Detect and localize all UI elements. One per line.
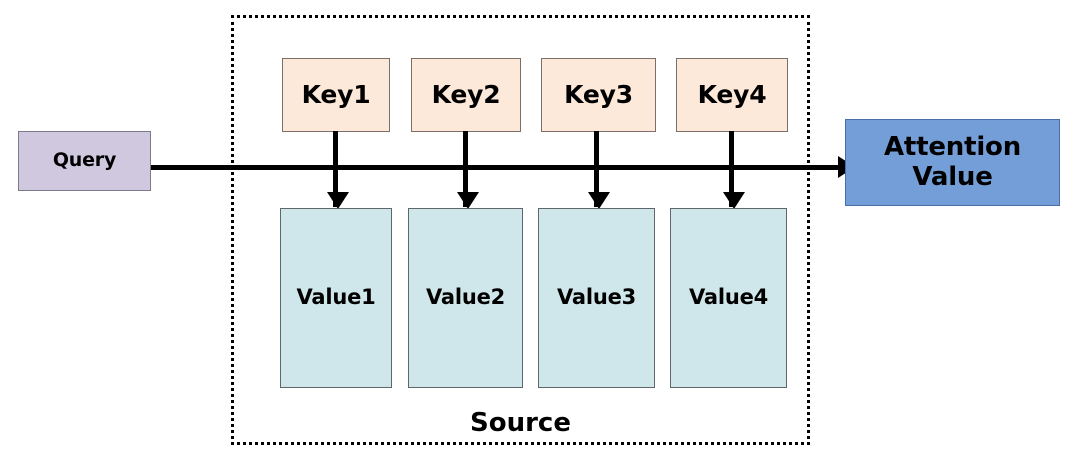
key-box-1[interactable]: Key1 bbox=[282, 58, 390, 132]
key-box-4[interactable]: Key4 bbox=[676, 58, 788, 132]
source-group-label: Source bbox=[470, 408, 571, 438]
value-box-4[interactable]: Value4 bbox=[670, 208, 787, 388]
value-box-3[interactable]: Value3 bbox=[538, 208, 655, 388]
key2-to-value2-connector-line bbox=[463, 131, 468, 207]
value-box-1[interactable]: Value1 bbox=[280, 208, 392, 388]
key1-to-value1-arrowhead bbox=[327, 192, 349, 209]
key3-to-value3-arrowhead bbox=[588, 192, 610, 209]
attention-value-line-1: Attention bbox=[883, 132, 1022, 163]
key2-to-value2-arrowhead bbox=[457, 192, 479, 209]
value-box-2[interactable]: Value2 bbox=[408, 208, 523, 388]
key-box-2[interactable]: Key2 bbox=[411, 58, 521, 132]
key1-to-value1-connector-line bbox=[333, 131, 338, 207]
query-box[interactable]: Query bbox=[18, 131, 151, 191]
attention-value-output-box[interactable]: Attention Value bbox=[845, 119, 1060, 206]
attention-value-line-2: Value bbox=[912, 161, 993, 192]
key4-to-value4-connector-line bbox=[729, 131, 734, 207]
key-box-3[interactable]: Key3 bbox=[541, 58, 656, 132]
key3-to-value3-connector-line bbox=[594, 131, 599, 207]
key4-to-value4-arrowhead bbox=[723, 192, 745, 209]
query-to-output-connector-line bbox=[151, 165, 845, 170]
